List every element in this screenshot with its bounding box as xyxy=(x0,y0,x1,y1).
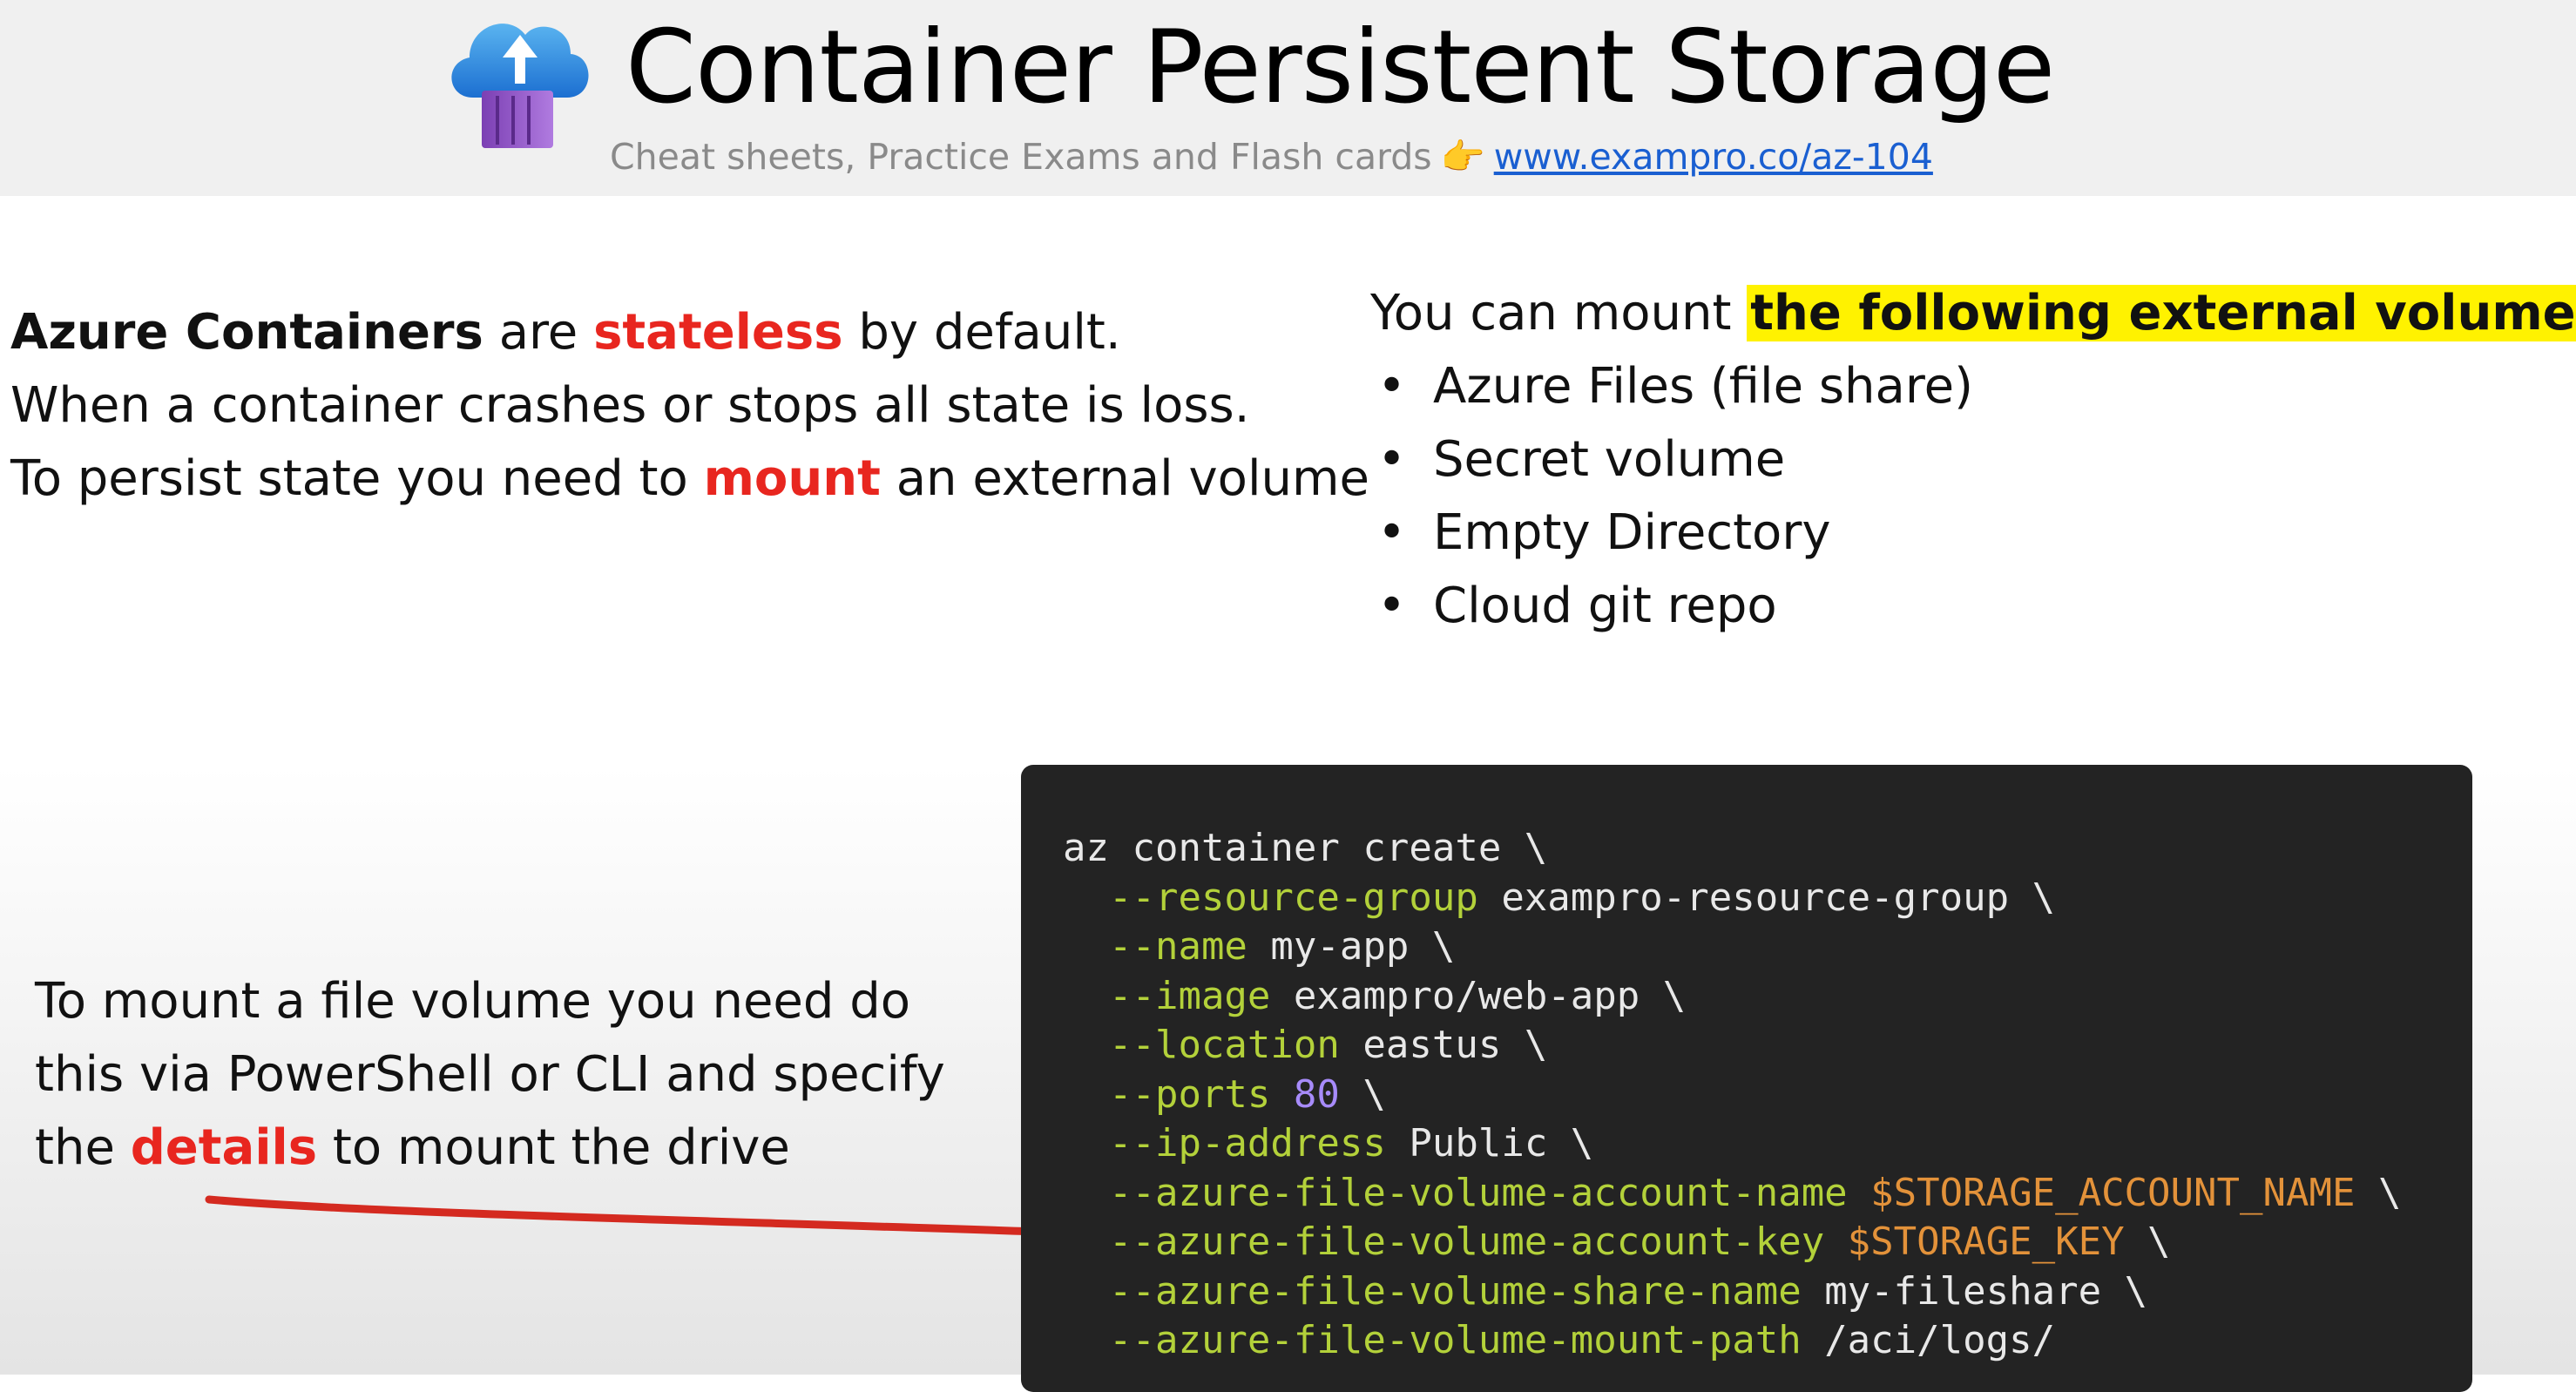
list-item: Azure Files (file share) xyxy=(1370,350,2573,423)
page-title: Container Persistent Storage xyxy=(625,9,2055,126)
intro-line-2: When a container crashes or stops all st… xyxy=(10,377,1250,434)
code-line: --azure-file-volume-mount-path /aci/logs… xyxy=(1063,1316,2472,1366)
list-item: Empty Directory xyxy=(1370,497,2573,570)
exampro-link[interactable]: www.exampro.co/az-104 xyxy=(1493,136,1933,178)
code-flag: --location xyxy=(1108,1023,1340,1067)
code-line: --ip-address Public \ xyxy=(1063,1119,2472,1169)
list-item: Secret volume xyxy=(1370,423,2573,497)
code-line: --ports 80 \ xyxy=(1063,1071,2472,1120)
code-line: --image exampro/web-app \ xyxy=(1063,972,2472,1022)
cloud-container-logo-icon xyxy=(451,24,589,148)
code-flag: --azure-file-volume-account-key xyxy=(1108,1220,1825,1264)
subtitle-text: Cheat sheets, Practice Exams and Flash c… xyxy=(610,136,1432,178)
note-line-3: the details to mount the drive xyxy=(35,1112,1011,1185)
code-line: --azure-file-volume-account-key $STORAGE… xyxy=(1063,1218,2472,1267)
code-flag: --azure-file-volume-share-name xyxy=(1108,1268,1802,1314)
code-line: --name my-app \ xyxy=(1063,922,2472,972)
code-flag: --image xyxy=(1108,973,1271,1018)
intro-line-3: To persist state you need to mount an ex… xyxy=(10,443,1369,516)
code-value: /aci/logs/ xyxy=(1801,1318,2056,1362)
note-text: the xyxy=(35,1119,131,1176)
code-line: --resource-group exampro-resource-group … xyxy=(1063,874,2472,923)
note-text: to mount the drive xyxy=(317,1119,790,1176)
code-line: --azure-file-volume-account-name $STORAG… xyxy=(1063,1169,2472,1219)
list-item: Cloud git repo xyxy=(1370,570,2573,643)
volume-list-heading: You can mount the following external vol… xyxy=(1370,277,2576,350)
intro-text: by default. xyxy=(842,304,1121,361)
code-value: Public \ xyxy=(1385,1121,1594,1166)
highlighted-phrase: the following external volumes xyxy=(1747,285,2576,341)
code-number: 80 xyxy=(1270,1071,1340,1117)
code-value: my-app \ xyxy=(1247,924,1456,969)
note-line-1: To mount a file volume you need do xyxy=(35,973,911,1030)
code-value: my-fileshare \ xyxy=(1801,1268,2148,1314)
code-flag: --ports xyxy=(1108,1071,1271,1117)
heading-lead: You can mount xyxy=(1370,285,1748,341)
code-variable: $STORAGE_ACCOUNT_NAME xyxy=(1847,1170,2356,1215)
header-band: Container Persistent Storage Cheat sheet… xyxy=(0,0,2576,196)
intro-text: are xyxy=(483,304,594,361)
code-variable: $STORAGE_KEY xyxy=(1824,1220,2125,1264)
code-line: --location eastus \ xyxy=(1063,1021,2472,1071)
subtitle: Cheat sheets, Practice Exams and Flash c… xyxy=(610,132,1933,181)
azure-containers-term: Azure Containers xyxy=(10,304,483,361)
code-flag: --azure-file-volume-account-name xyxy=(1108,1170,1848,1215)
red-arrow-icon xyxy=(205,1195,1078,1256)
note-line-2: this via PowerShell or CLI and specify xyxy=(35,1046,945,1103)
code-value: \ xyxy=(2355,1170,2402,1215)
cli-code-block: az container create \ --resource-group e… xyxy=(1021,765,2472,1392)
intro-paragraph: Azure Containers are stateless by defaul… xyxy=(10,296,1369,516)
intro-text: an external volume xyxy=(880,450,1369,507)
code-line: --azure-file-volume-share-name my-filesh… xyxy=(1063,1267,2472,1317)
stateless-term: stateless xyxy=(593,304,843,361)
code-value: \ xyxy=(2124,1220,2171,1264)
volume-list-section: You can mount the following external vol… xyxy=(1370,277,2576,643)
intro-text: To persist state you need to xyxy=(10,450,704,507)
volume-list: Azure Files (file share) Secret volume E… xyxy=(1370,350,2573,643)
intro-line-1: Azure Containers are stateless by defaul… xyxy=(10,296,1352,369)
pointing-hand-icon: 👉 xyxy=(1440,136,1485,178)
mount-term: mount xyxy=(703,450,881,507)
code-line: az container create \ xyxy=(1063,826,1548,870)
code-value: \ xyxy=(1339,1071,1386,1117)
code-flag: --resource-group xyxy=(1108,875,1478,920)
details-term: details xyxy=(130,1119,318,1176)
mount-note: To mount a file volume you need do this … xyxy=(35,965,1011,1185)
code-flag: --name xyxy=(1108,924,1247,969)
code-value: exampro-resource-group \ xyxy=(1477,875,2056,920)
code-flag: --azure-file-volume-mount-path xyxy=(1108,1318,1802,1362)
code-flag: --ip-address xyxy=(1108,1121,1386,1166)
code-value: exampro/web-app \ xyxy=(1270,973,1687,1018)
code-value: eastus \ xyxy=(1339,1023,1548,1067)
